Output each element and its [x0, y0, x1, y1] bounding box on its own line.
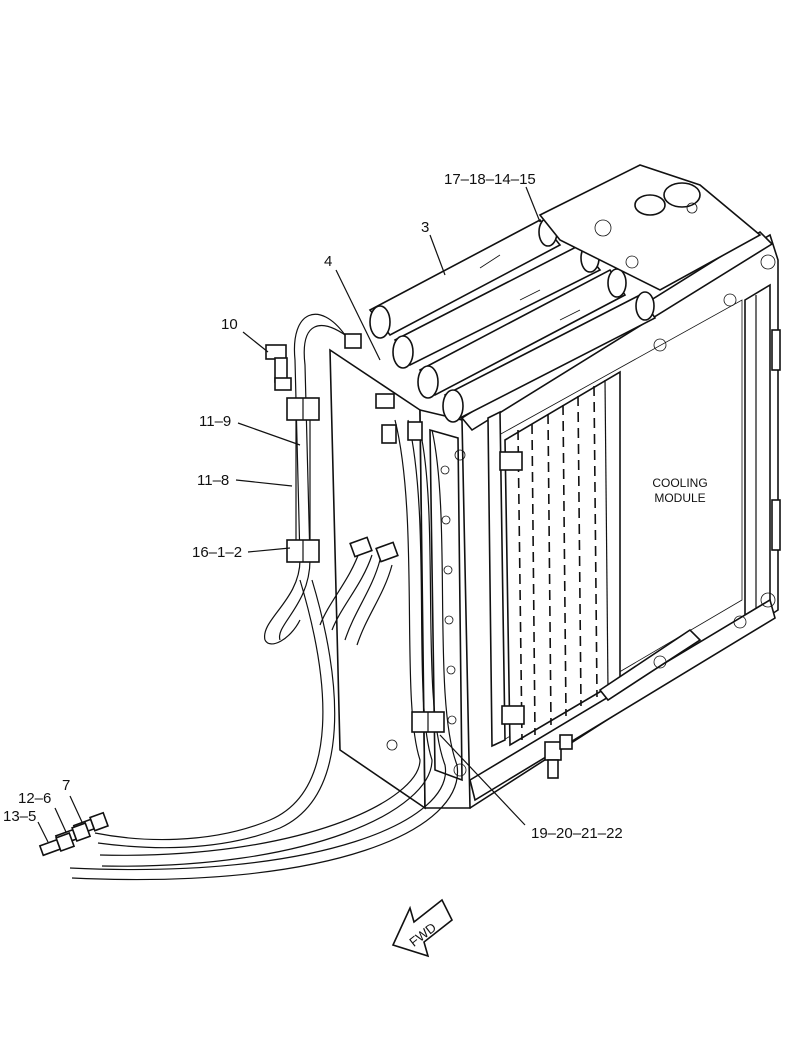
cooling-module-frame [459, 230, 781, 810]
callout-16-1-2: 16–1–2 [192, 544, 242, 561]
module-label-line1: COOLING [652, 476, 707, 490]
callout-11-8: 11–8 [197, 472, 229, 489]
fittings [38, 333, 525, 857]
callout-12-6: 12–6 [18, 790, 51, 807]
leader-lines [37, 186, 541, 843]
callout-3: 3 [421, 219, 429, 236]
callout-4: 4 [324, 253, 332, 270]
callout-13-5: 13–5 [3, 808, 36, 825]
side-panel [329, 348, 471, 810]
callout-7: 7 [62, 777, 70, 794]
accumulators [368, 164, 762, 423]
module-label-line2: MODULE [654, 491, 705, 505]
callout-10: 10 [221, 316, 238, 333]
fwd-arrow: FWD [391, 898, 454, 958]
callout-11-9: 11–9 [199, 413, 231, 430]
callout-17-18-14-15: 17–18–14–15 [444, 171, 536, 188]
hoses [69, 313, 459, 881]
callout-19-20-21-22: 19–20–21–22 [531, 825, 623, 842]
